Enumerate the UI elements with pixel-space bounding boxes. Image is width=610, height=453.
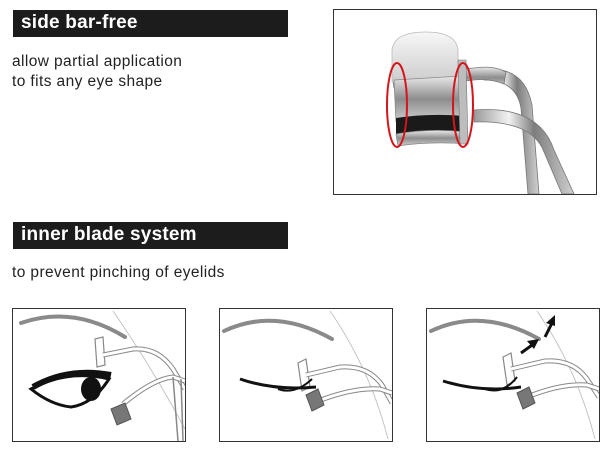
eyelash-curler-drawing [386,31,575,194]
description-line: to prevent pinching of eyelids [12,264,225,281]
eye-closeup-illustration [222,310,392,440]
section-title-inner-blade-system: inner blade system [13,222,288,249]
description-line: to fits any eye shape [12,73,163,90]
illustration-panel-3 [426,308,600,442]
arrow-up-right-icon [520,315,555,355]
eyelash-curler-photo [333,9,597,195]
section-title-text: side bar-free [21,12,138,33]
section-title-text: inner blade system [21,224,197,245]
section-description-2: to prevent pinching of eyelids [12,263,225,283]
section-title-side-bar-free: side bar-free [13,10,288,37]
section-description-1: allow partial application to fits any ey… [12,52,182,92]
eye-closeup-illustration [429,310,599,440]
eye-closeup-illustration [19,310,185,441]
illustration-panel-1 [12,308,186,442]
illustration-panel-2 [219,308,393,442]
description-line: allow partial application [12,53,183,70]
